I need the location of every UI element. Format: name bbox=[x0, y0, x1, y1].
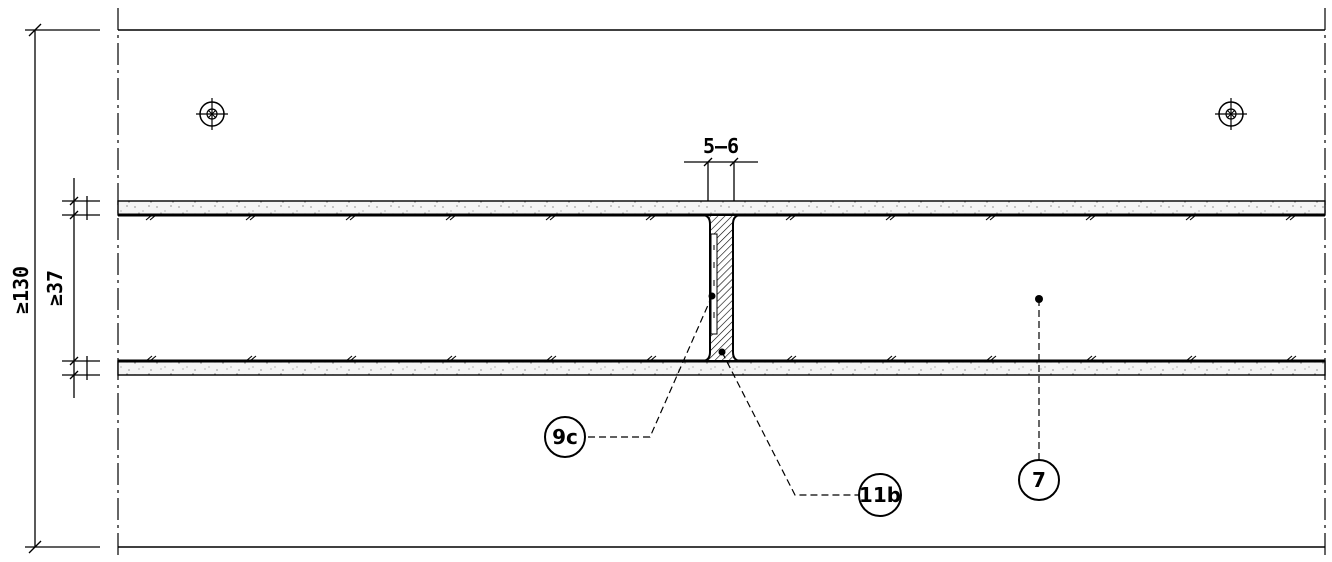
leader-7-dot bbox=[1035, 295, 1043, 303]
callout-9c-label: 9c bbox=[552, 425, 578, 449]
board-ticks-upper bbox=[145, 214, 1297, 221]
dimension-joint-width bbox=[684, 157, 758, 201]
dimension-cavity-label: ≥37 bbox=[43, 270, 67, 306]
leader-lines bbox=[585, 295, 1040, 496]
crosshair-mark-left bbox=[196, 98, 228, 130]
callout-11b: 11b bbox=[858, 473, 902, 517]
dimension-joint-width-label: 5–6 bbox=[703, 134, 739, 158]
callout-7-label: 7 bbox=[1032, 468, 1046, 492]
leader-11b-dot bbox=[718, 348, 726, 356]
dimension-cavity bbox=[62, 178, 100, 398]
board-ticks-lower bbox=[145, 355, 1297, 362]
central-joint bbox=[701, 214, 742, 362]
callout-9c: 9c bbox=[544, 416, 586, 458]
lower-board bbox=[117, 360, 1326, 376]
joint-infill bbox=[701, 214, 742, 362]
section-boundary bbox=[117, 8, 1326, 560]
upper-board bbox=[117, 200, 1326, 216]
leader-9c bbox=[585, 295, 713, 438]
leader-11b bbox=[721, 351, 858, 496]
crosshair-mark-right bbox=[1215, 98, 1247, 130]
dimension-overall-label: ≥130 bbox=[9, 266, 33, 314]
callout-11b-label: 11b bbox=[859, 483, 901, 507]
dimension-overall bbox=[25, 23, 100, 554]
callout-7: 7 bbox=[1018, 459, 1060, 501]
